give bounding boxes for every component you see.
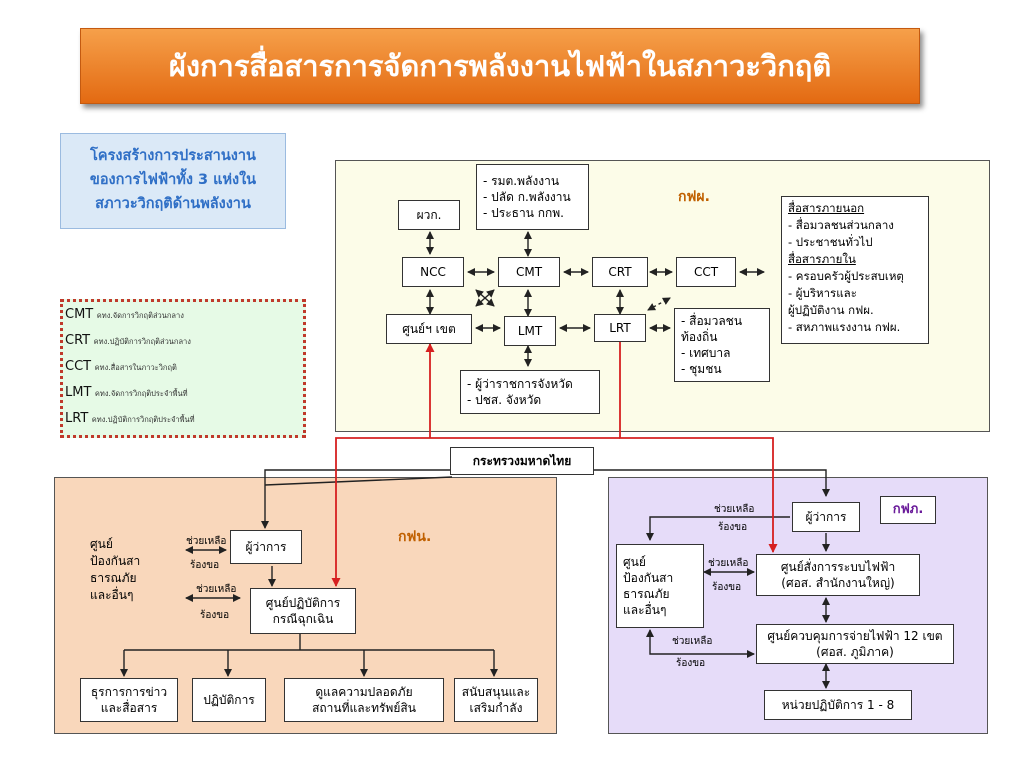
pea-disaster-center: ศูนย์ ป้องกันสา ธารณภัย และอื่นๆ bbox=[616, 544, 704, 628]
legend-item: CMT คทง.จัดการวิกฤติส่วนกลาง bbox=[65, 307, 303, 333]
pea-tag: กฟภ. bbox=[880, 496, 936, 524]
structure-line-3: สภาวะวิกฤติด้านพลังงาน bbox=[95, 196, 251, 212]
comm-line: ผู้ปฏิบัติงาน กฟผ. bbox=[788, 303, 874, 317]
emergency-center-node: ศูนย์ปฏิบัติการ กรณีฉุกเฉิน bbox=[250, 588, 356, 634]
request-label: ร้องขอ bbox=[676, 658, 706, 669]
legend-desc: คทง.ปฏิบัติการวิกฤติประจำพื้นที่ bbox=[91, 415, 195, 424]
command-line: ศูนย์สั่งการระบบไฟฟ้า bbox=[780, 560, 896, 574]
help-label: ช่วยเหลือ bbox=[196, 584, 237, 595]
ministers-node: - รมต.พลังงาน - ปลัด ก.พลังงาน - ประธาน … bbox=[476, 164, 589, 230]
request-label: ร้องขอ bbox=[200, 610, 230, 621]
control-line: (ศอส. ภูมิภาค) bbox=[816, 645, 894, 659]
legend-abbr: CCT bbox=[65, 359, 92, 374]
local-line: - ชุมชน bbox=[681, 362, 722, 376]
bottom-line: ดูแลความปลอดภัย bbox=[315, 685, 413, 699]
province-line: - ปชส. จังหวัด bbox=[467, 393, 542, 407]
legend-desc: คทง.ปฏิบัติการวิกฤติส่วนกลาง bbox=[93, 337, 191, 346]
disaster-line: ป้องกันสา bbox=[623, 571, 674, 585]
province-node: - ผู้ว่าราชการจังหวัด - ปชส. จังหวัด bbox=[460, 370, 600, 414]
bottom-line: เสริมกำลัง bbox=[469, 701, 523, 715]
help-label: ช่วยเหลือ bbox=[714, 504, 755, 515]
operations-node: ปฏิบัติการ bbox=[192, 678, 266, 722]
province-line: - ผู้ว่าราชการจังหวัด bbox=[467, 377, 573, 391]
comm-line: สื่อสารภายใน bbox=[788, 252, 856, 266]
structure-line-2: ของการไฟฟ้าทั้ง 3 แห่งใน bbox=[89, 172, 257, 188]
security-node: ดูแลความปลอดภัย สถานที่และทรัพย์สิน bbox=[284, 678, 444, 722]
structure-line-1: โครงสร้างการประสานงาน bbox=[90, 148, 256, 164]
legend-abbr: CRT bbox=[65, 333, 91, 348]
command-center-node: ศูนย์สั่งการระบบไฟฟ้า (ศอส. สำนักงานใหญ่… bbox=[756, 554, 920, 596]
abbreviation-legend: CMT คทง.จัดการวิกฤติส่วนกลาง CRT คทง.ปฏิ… bbox=[60, 299, 306, 438]
communication-node: สื่อสารภายนอก - สื่อมวลชนส่วนกลาง - ประช… bbox=[781, 196, 929, 344]
legend-item: LRT คทง.ปฏิบัติการวิกฤติประจำพื้นที่ bbox=[65, 411, 303, 437]
emergency-line: ศูนย์ปฏิบัติการ bbox=[265, 596, 341, 610]
comm-line: - ครอบครัวผู้ประสบเหตุ bbox=[788, 269, 904, 283]
mea-disaster-center: ศูนย์ ป้องกันสา ธารณภัย และอื่นๆ bbox=[90, 536, 180, 604]
minister-line: - รมต.พลังงาน bbox=[483, 174, 560, 188]
local-line: ท้องถิ่น bbox=[681, 330, 718, 344]
emergency-line: กรณีฉุกเฉิน bbox=[272, 612, 334, 626]
command-line: (ศอส. สำนักงานใหญ่) bbox=[781, 576, 895, 590]
request-label: ร้องขอ bbox=[712, 582, 742, 593]
support-node: สนับสนุนและ เสริมกำลัง bbox=[454, 678, 538, 722]
disaster-line: ศูนย์ bbox=[623, 555, 646, 569]
operation-units-node: หน่วยปฏิบัติการ 1 - 8 bbox=[764, 690, 912, 720]
page-title: ผังการสื่อสารการจัดการพลังงานไฟฟ้าในสภาว… bbox=[168, 49, 832, 83]
governor-node: ผวก. bbox=[398, 200, 460, 230]
structure-caption-box: โครงสร้างการประสานงาน ของการไฟฟ้าทั้ง 3 … bbox=[60, 133, 286, 229]
ministry-node: กระทรวงมหาดไทย bbox=[450, 447, 594, 475]
disaster-line: และอื่นๆ bbox=[623, 603, 667, 617]
control-line: ศูนย์ควบคุมการจ่ายไฟฟ้า 12 เขต bbox=[767, 629, 943, 643]
minister-line: - ประธาน กกพ. bbox=[483, 206, 564, 220]
title-banner: ผังการสื่อสารการจัดการพลังงานไฟฟ้าในสภาว… bbox=[80, 28, 920, 104]
request-label: ร้องขอ bbox=[190, 560, 220, 571]
comm-line: - สหภาพแรงงาน กฟผ. bbox=[788, 320, 901, 334]
bottom-line: และสื่อสาร bbox=[100, 701, 158, 715]
disaster-line: ธารณภัย bbox=[623, 587, 670, 601]
regional-center-node: ศูนย์ฯ เขต bbox=[386, 314, 472, 344]
legend-abbr: LRT bbox=[65, 411, 89, 426]
help-label: ช่วยเหลือ bbox=[672, 636, 713, 647]
mea-tag: กฟน. bbox=[398, 529, 432, 545]
bottom-line: ธุรการการข่าว bbox=[90, 685, 168, 699]
lmt-node: LMT bbox=[504, 316, 556, 346]
cct-node: CCT bbox=[676, 257, 736, 287]
bottom-line: สถานที่และทรัพย์สิน bbox=[312, 701, 416, 715]
comm-line: - สื่อมวลชนส่วนกลาง bbox=[788, 218, 894, 232]
help-label: ช่วยเหลือ bbox=[708, 558, 749, 569]
legend-abbr: CMT bbox=[65, 307, 94, 322]
cmt-node: CMT bbox=[498, 257, 560, 287]
comm-line: สื่อสารภายนอก bbox=[788, 201, 865, 215]
local-line: - เทศบาล bbox=[681, 346, 731, 360]
legend-item: LMT คทง.จัดการวิกฤติประจำพื้นที่ bbox=[65, 385, 303, 411]
crt-node: CRT bbox=[592, 257, 648, 287]
request-label: ร้องขอ bbox=[718, 522, 748, 533]
local-line: - สื่อมวลชน bbox=[681, 314, 743, 328]
disaster-line: ป้องกันสา bbox=[90, 554, 141, 568]
ncc-node: NCC bbox=[402, 257, 464, 287]
legend-desc: คทง.สื่อสารในภาวะวิกฤติ bbox=[94, 363, 177, 372]
disaster-line: และอื่นๆ bbox=[90, 588, 134, 602]
local-media-node: - สื่อมวลชน ท้องถิ่น - เทศบาล - ชุมชน bbox=[674, 308, 770, 382]
pea-governor-node: ผู้ว่าการ bbox=[792, 502, 860, 532]
bottom-line: สนับสนุนและ bbox=[461, 685, 531, 699]
legend-desc: คทง.จัดการวิกฤติส่วนกลาง bbox=[96, 311, 184, 320]
mea-governor-node: ผู้ว่าการ bbox=[230, 530, 302, 564]
dispatch-center-node: ศูนย์ควบคุมการจ่ายไฟฟ้า 12 เขต (ศอส. ภูม… bbox=[756, 624, 954, 664]
comm-line: - ประชาชนทั่วไป bbox=[788, 235, 873, 249]
legend-item: CCT คทง.สื่อสารในภาวะวิกฤติ bbox=[65, 359, 303, 385]
admin-news-node: ธุรการการข่าว และสื่อสาร bbox=[80, 678, 178, 722]
legend-desc: คทง.จัดการวิกฤติประจำพื้นที่ bbox=[94, 389, 188, 398]
legend-item: CRT คทง.ปฏิบัติการวิกฤติส่วนกลาง bbox=[65, 333, 303, 359]
disaster-line: ธารณภัย bbox=[90, 571, 137, 585]
egat-tag: กฟผ. bbox=[678, 189, 710, 205]
disaster-line: ศูนย์ bbox=[90, 537, 113, 551]
comm-line: - ผู้บริหารและ bbox=[788, 286, 857, 300]
lrt-node: LRT bbox=[594, 314, 646, 342]
minister-line: - ปลัด ก.พลังงาน bbox=[483, 190, 571, 204]
help-label: ช่วยเหลือ bbox=[186, 536, 227, 547]
legend-abbr: LMT bbox=[65, 385, 92, 400]
